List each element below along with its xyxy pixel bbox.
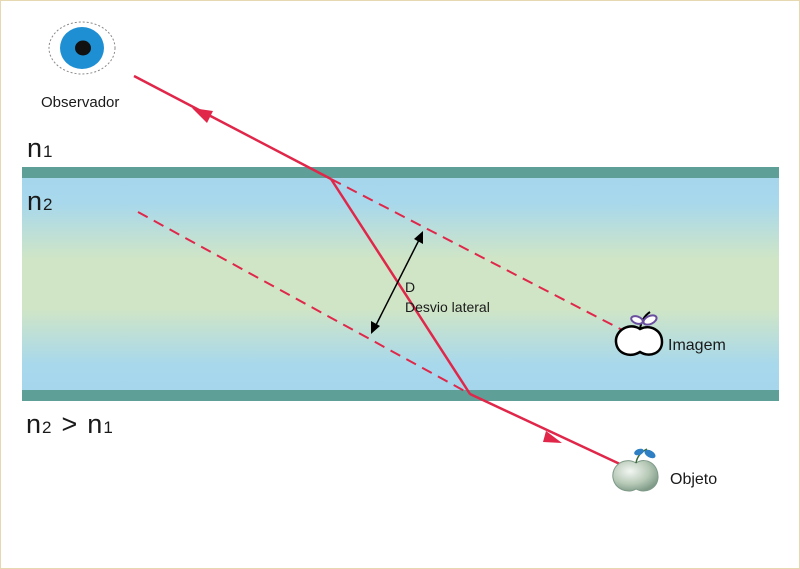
object-label: Objeto (670, 471, 717, 488)
medium-n1-label: n1 (27, 133, 53, 163)
deviation-symbol: D (405, 279, 415, 295)
eye-icon (48, 21, 116, 75)
slab-bottom-surface (22, 390, 779, 401)
refractive-index-relation: n2>n1 (26, 409, 113, 439)
observer-label: Observador (41, 94, 119, 111)
lateral-deviation-arrow (371, 231, 423, 334)
refracted-ray-in-slab (329, 178, 472, 395)
medium-n2-label: n2 (27, 186, 53, 216)
apple-outline-icon (614, 311, 664, 356)
emergent-ray-extension (330, 178, 629, 334)
incident-ray-extension (137, 211, 471, 395)
deviation-label: Desvio lateral (405, 299, 490, 315)
incident-ray (469, 392, 623, 467)
emergent-ray-arrowhead (192, 108, 213, 123)
apple-icon (612, 448, 659, 492)
emergent-ray (133, 74, 332, 181)
slab-top-surface (22, 167, 779, 178)
slab-medium-n2 (22, 178, 779, 390)
image-label: Imagem (668, 337, 726, 354)
incident-ray-arrowhead (543, 431, 562, 443)
